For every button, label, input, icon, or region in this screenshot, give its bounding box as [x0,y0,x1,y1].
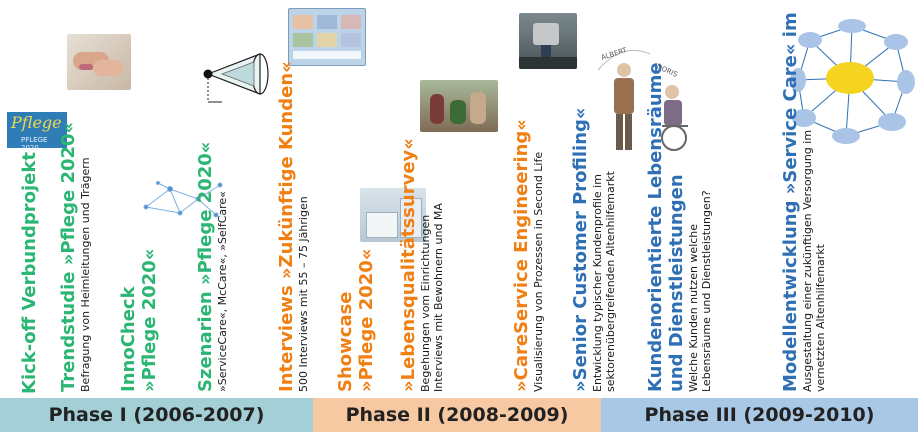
profiling-desc-2: sektorenübergreifenden Altenhilfemarkt [604,171,617,392]
logo-sub: PFLEGE 2020 [21,136,48,152]
szenarien-title: Szenarien »Pflege 2020« [195,141,216,392]
careservice-desc: Visualisierung von Prozessen in Second L… [532,151,545,392]
survey-desc-2: Interviews mit Bewohnern und MA [432,203,445,392]
innocheck-title-2: »Pflege 2020« [139,248,160,392]
kickoff-title: Kick-off Verbundprojekt [19,152,40,394]
lebensraeume-title-2: und Dienstleistungen [666,174,687,392]
scenario-funnel-icon [203,53,269,103]
hands-photo [67,34,131,90]
survey-title: »Lebensqualitätssurvey« [398,138,419,392]
service-care-network [790,19,915,144]
profiling-desc-1: Entwicklung typischer Kundenprofile im [591,174,604,392]
showcase-label: Showcase »Pflege 2020« [335,249,377,392]
interviews-label: Interviews »Zukünftige Kunden« 500 Inter… [276,61,310,392]
pflege-2020-logo: Pflege PFLEGE 2020 [7,112,67,152]
interviews-title: Interviews »Zukünftige Kunden« [276,61,297,392]
careservice-label: »CareService Engineering« Visualisierung… [511,119,545,392]
showcase-title-2: »Pflege 2020« [356,248,377,392]
phase-3-label: Phase III (2009-2010) [644,404,875,426]
phase-1-bar: Phase I (2006-2007) [0,398,313,432]
showcase-title: Showcase [335,291,356,392]
showcase-room-photo [360,188,426,242]
lebensraeume-desc-2: Lebensräume und Dienstleistungen? [700,190,713,392]
modell-label: Modellentwicklung »Service Care« im Ausg… [780,12,827,392]
innocheck-network-graphic [143,181,223,218]
trendstudie-label: Trendstudie »Pflege 2020« Befragung von … [58,122,92,392]
interview-screenshot [288,8,366,66]
second-life-screenshot [519,13,577,69]
survey-desc-1: Begehungen vom Einrichtungen [419,214,432,392]
phase-1-label: Phase I (2006-2007) [48,404,265,426]
modell-desc-1: Ausgestaltung einer zukünftigen Versorgu… [801,129,814,392]
profiling-label: »Senior Customer Profiling« Entwicklung … [570,107,617,392]
kickoff-label: Kick-off Verbundprojekt [19,152,40,394]
profiling-title: »Senior Customer Profiling« [570,107,591,392]
innocheck-label: InnoCheck »Pflege 2020« [118,249,160,392]
modell-desc-2: vernetzten Altenhilfemarkt [814,243,827,392]
szenarien-desc: »ServiceCare«, McCare«, »SelfCare« [216,191,229,392]
logo-brand: Pflege [11,113,62,132]
survey-label: »Lebensqualitätssurvey« Begehungen vom E… [398,138,445,392]
trendstudie-desc: Befragung von Heimleitungen und Trägern [79,157,92,392]
phase-3-bar: Phase III (2009-2010) [601,398,918,432]
lebensraeume-label: Kundenorientierte Lebensräume und Dienst… [645,62,713,392]
phase-2-bar: Phase II (2008-2009) [313,398,601,432]
survey-garden-photo [420,80,498,132]
trendstudie-title: Trendstudie »Pflege 2020« [58,121,79,392]
innocheck-title: InnoCheck [118,286,139,392]
lebensraeume-desc-1: Welche Kunden nutzen welche [687,223,700,392]
lebensraeume-title: Kundenorientierte Lebensräume [645,62,666,392]
modell-title: Modellentwicklung »Service Care« im [780,12,801,392]
szenarien-label: Szenarien »Pflege 2020« »ServiceCare«, M… [195,142,229,392]
persona-albert-label: ALBERT [600,46,628,62]
persona-figures: ALBERT DORIS [597,46,688,151]
interviews-desc: 500 Interviews mit 55 – 75 Jährigen [297,196,310,392]
careservice-title: »CareService Engineering« [511,119,532,392]
phase-2-label: Phase II (2008-2009) [345,404,569,426]
